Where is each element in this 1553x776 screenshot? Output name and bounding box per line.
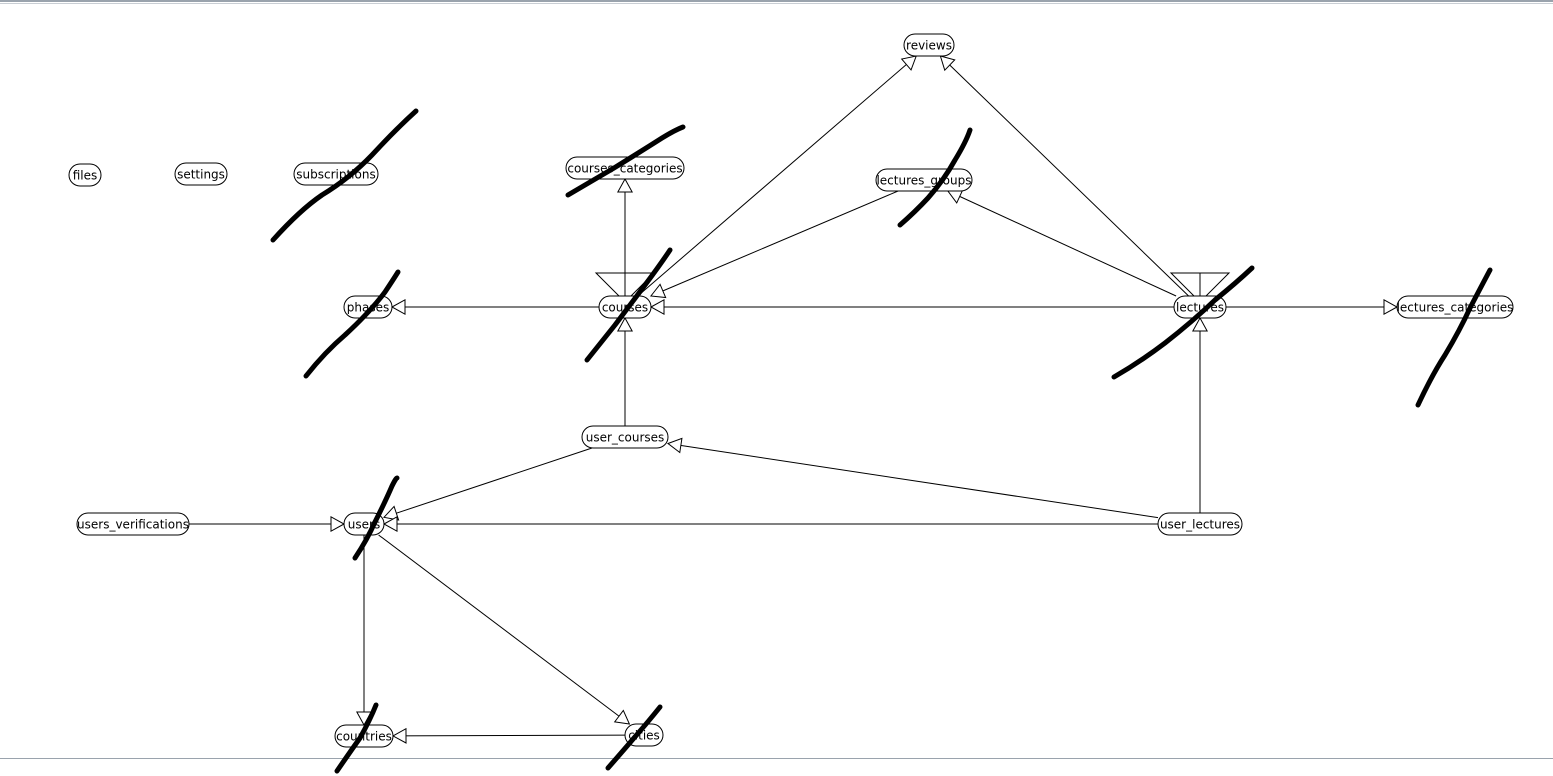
window-top-border-inner bbox=[0, 3, 1553, 4]
edge-line bbox=[637, 55, 917, 297]
edge-users_verifications-to-users bbox=[189, 516, 346, 532]
node-settings[interactable]: settings bbox=[174, 162, 228, 186]
edge-line bbox=[378, 534, 630, 725]
node-label: user_courses bbox=[586, 431, 665, 445]
arrowhead-icon bbox=[939, 55, 956, 72]
edge-lectures-to-lectures_categories bbox=[1226, 299, 1399, 315]
arrowhead-icon bbox=[383, 505, 400, 521]
node-box[interactable] bbox=[598, 295, 652, 319]
node-box[interactable] bbox=[581, 425, 669, 449]
strike-mark-subscriptions bbox=[270, 108, 419, 243]
node-label: settings bbox=[177, 168, 225, 182]
arrowhead-icon bbox=[382, 516, 398, 532]
arrowhead-icon bbox=[649, 283, 667, 299]
edge-courses-to-phases bbox=[390, 299, 599, 315]
strike-mark-countries bbox=[334, 702, 379, 774]
node-label: courses_categories bbox=[567, 162, 682, 176]
node-lectures_groups[interactable]: lectures_groups bbox=[875, 168, 973, 192]
arrowhead-icon bbox=[391, 727, 407, 744]
arrowhead-icon bbox=[900, 55, 918, 71]
node-label: lectures_groups bbox=[876, 174, 971, 188]
window-bottom-border bbox=[0, 758, 1553, 759]
node-label: lectures_categories bbox=[1397, 301, 1514, 315]
node-box[interactable] bbox=[565, 156, 685, 180]
edge-user_courses-to-courses bbox=[617, 316, 633, 426]
strike-mark-lectures_categories bbox=[1415, 267, 1493, 408]
edge-courses-to-reviews bbox=[637, 55, 918, 297]
node-label: reviews bbox=[906, 39, 952, 53]
strike-mark-lectures bbox=[1111, 265, 1255, 380]
node-subscriptions[interactable]: subscriptions bbox=[293, 162, 379, 186]
edge-lectures-to-courses bbox=[649, 299, 1174, 315]
strike-mark-phases bbox=[303, 269, 401, 379]
node-box[interactable] bbox=[903, 33, 955, 57]
node-box[interactable] bbox=[1157, 512, 1243, 536]
edge-cities-to-countries bbox=[391, 727, 626, 744]
arrowhead-icon bbox=[617, 316, 633, 332]
edge-line bbox=[667, 443, 1159, 519]
node-box[interactable] bbox=[76, 512, 190, 536]
edge-users-to-countries bbox=[356, 535, 372, 727]
node-box[interactable] bbox=[68, 163, 102, 187]
arrowhead-icon bbox=[666, 437, 683, 454]
edge-user_lectures-to-users bbox=[382, 516, 1158, 532]
node-lectures_categories[interactable]: lectures_categories bbox=[1396, 295, 1514, 319]
nodes-layer: files settings subscriptions courses_catego… bbox=[68, 33, 1514, 748]
edge-lectures-to-lectures_groups bbox=[946, 189, 1177, 297]
node-user_courses[interactable]: user_courses bbox=[581, 425, 669, 449]
arrowhead-icon bbox=[330, 516, 346, 532]
edge-lectures_groups-to-courses bbox=[649, 190, 899, 299]
edge-lectures-to-reviews bbox=[939, 55, 1189, 297]
edge-line bbox=[392, 734, 626, 737]
node-countries[interactable]: countries bbox=[334, 724, 394, 748]
strike-mark-lectures_groups bbox=[897, 127, 973, 228]
strike-mark-courses bbox=[584, 247, 673, 363]
node-courses_categories[interactable]: courses_categories bbox=[565, 156, 685, 180]
node-box[interactable] bbox=[1396, 295, 1514, 319]
edge-users-to-cities bbox=[378, 534, 631, 725]
node-files[interactable]: files bbox=[68, 163, 102, 187]
node-label: files bbox=[73, 169, 98, 183]
arrowhead-icon bbox=[1192, 316, 1208, 332]
scribble-layer bbox=[270, 108, 1493, 774]
node-reviews[interactable]: reviews bbox=[903, 33, 955, 57]
strike-mark-users bbox=[352, 475, 400, 561]
edge-user_courses-to-users bbox=[383, 447, 593, 521]
node-users_verifications[interactable]: users_verifications bbox=[76, 512, 190, 536]
node-label: user_lectures bbox=[1160, 518, 1240, 532]
edges-layer bbox=[189, 55, 1399, 744]
arrowhead-icon bbox=[613, 709, 631, 725]
node-box[interactable] bbox=[174, 162, 228, 186]
edge-line bbox=[940, 55, 1189, 297]
window-top-border bbox=[0, 0, 1553, 2]
node-label: phases bbox=[347, 301, 389, 315]
arrowhead-icon bbox=[617, 177, 633, 193]
arrowhead-icon bbox=[1383, 299, 1399, 315]
node-box[interactable] bbox=[334, 724, 394, 748]
edge-line bbox=[383, 447, 593, 518]
node-label: users_verifications bbox=[77, 518, 189, 532]
node-user_lectures[interactable]: user_lectures bbox=[1157, 512, 1243, 536]
edge-user_lectures-to-lectures bbox=[1192, 316, 1208, 513]
arrowhead-icon bbox=[649, 299, 665, 315]
edge-user_lectures-to-user_courses bbox=[666, 437, 1159, 519]
node-label: subscriptions bbox=[296, 168, 375, 182]
edge-line bbox=[650, 190, 899, 297]
strike-mark-cities bbox=[605, 704, 663, 771]
strike-mark-courses_categories bbox=[565, 124, 686, 198]
edge-line bbox=[947, 190, 1177, 297]
node-label: countries bbox=[336, 730, 392, 744]
arrowhead-icon bbox=[390, 299, 406, 315]
